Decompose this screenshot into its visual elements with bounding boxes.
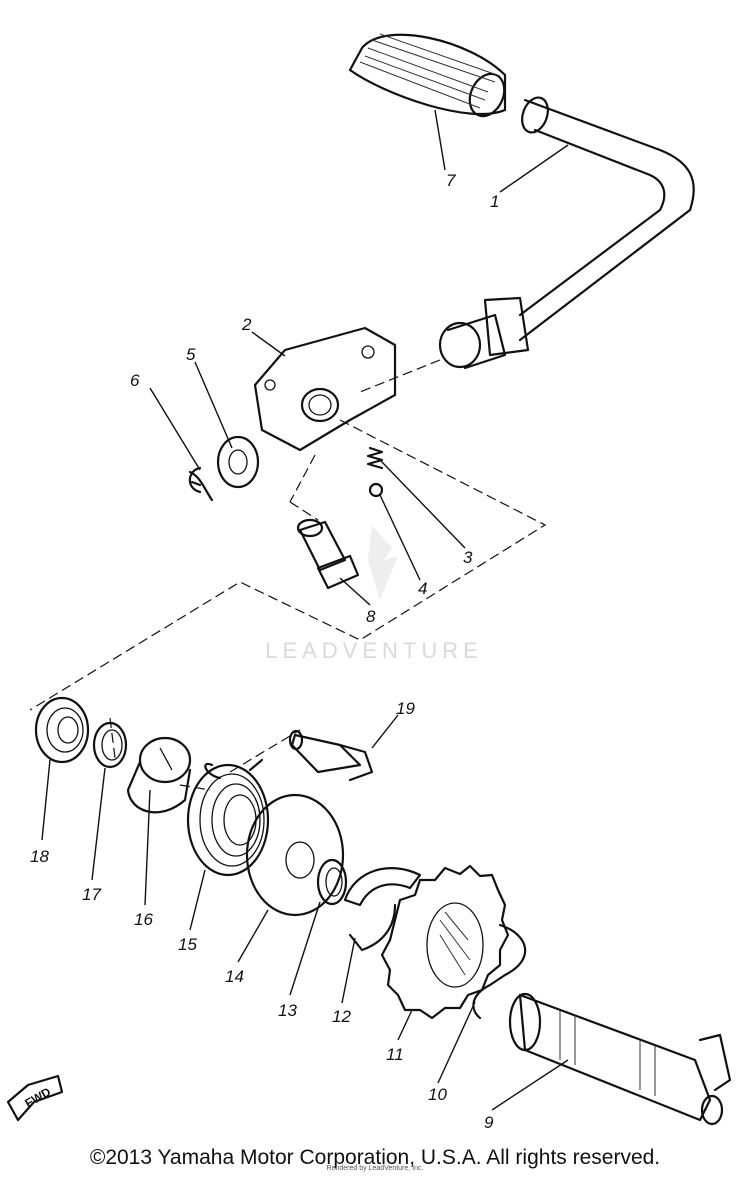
spring[interactable] <box>366 446 384 470</box>
callout-14: 14 <box>225 967 244 986</box>
spring-stopper[interactable] <box>126 736 192 814</box>
circlip-13[interactable] <box>316 858 348 906</box>
callout-1: 1 <box>490 192 499 211</box>
washer[interactable] <box>216 435 260 489</box>
kick-gear[interactable] <box>380 864 510 1020</box>
watermark-logo <box>368 525 398 600</box>
callout-3: 3 <box>463 548 473 567</box>
callout-12: 12 <box>332 1007 351 1026</box>
callout-2: 2 <box>241 315 252 334</box>
circlip[interactable] <box>188 466 214 502</box>
assembly-line <box>29 359 547 711</box>
callout-6: 6 <box>130 371 140 390</box>
callout-18: 18 <box>30 847 49 866</box>
kick-boss[interactable] <box>253 326 397 452</box>
circlip-17[interactable] <box>92 721 128 769</box>
callout-16: 16 <box>134 910 153 929</box>
kick-axle[interactable] <box>508 992 732 1126</box>
bolt[interactable] <box>296 518 360 590</box>
callout-4: 4 <box>418 579 427 598</box>
callout-11: 11 <box>386 1045 404 1064</box>
callout-10: 10 <box>428 1085 447 1104</box>
assembly-line-lower <box>109 717 301 791</box>
callout-9: 9 <box>484 1113 494 1132</box>
oil-seal[interactable] <box>34 696 90 764</box>
rendered-by-notice: Rendered by LeadVenture, Inc. <box>326 1165 424 1172</box>
watermark-text: LEADVENTURE <box>265 638 483 663</box>
kick-clip[interactable] <box>343 867 422 952</box>
callout-19: 19 <box>396 699 415 718</box>
torsion-spring[interactable] <box>186 758 270 877</box>
callout-17: 17 <box>82 885 101 904</box>
leader-lines <box>41 109 569 1111</box>
plate-washer[interactable] <box>245 793 345 917</box>
callout-13: 13 <box>278 1001 297 1020</box>
spring-clip[interactable] <box>472 923 527 1020</box>
fwd-label: FWD <box>22 1084 53 1110</box>
ball[interactable] <box>368 482 384 498</box>
callout-5: 5 <box>186 345 196 364</box>
kick-crank[interactable] <box>438 94 695 370</box>
shaft-pin[interactable] <box>288 729 374 782</box>
callout-8: 8 <box>366 607 376 626</box>
copyright-notice: ©2013 Yamaha Motor Corporation, U.S.A. A… <box>89 1146 661 1169</box>
kick-grip[interactable] <box>348 33 511 122</box>
forward-arrow-icon <box>6 1074 64 1122</box>
callout-15: 15 <box>178 935 197 954</box>
callout-7: 7 <box>446 171 456 190</box>
